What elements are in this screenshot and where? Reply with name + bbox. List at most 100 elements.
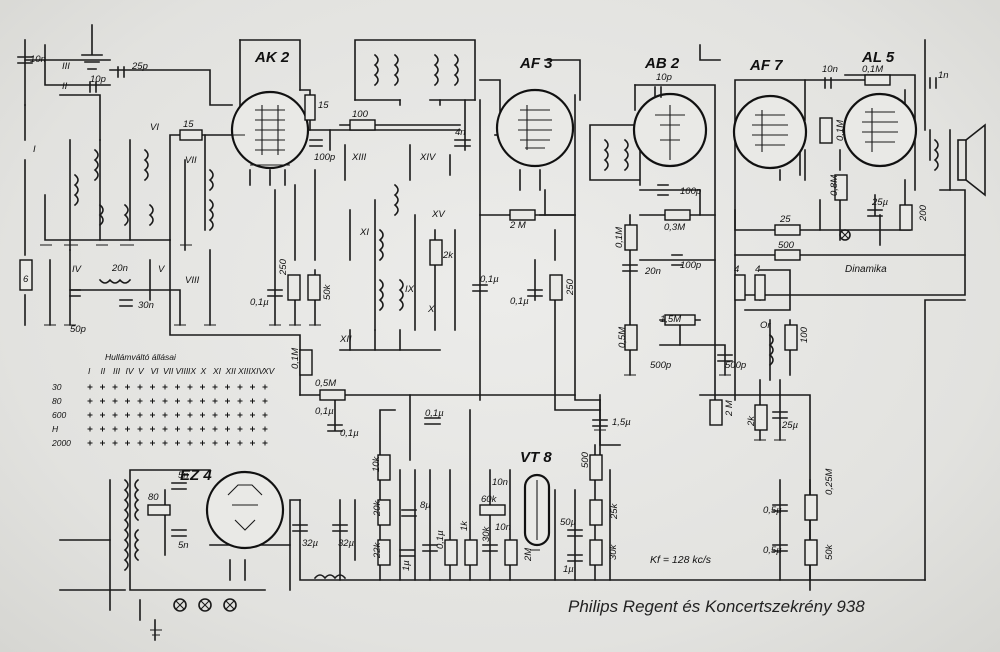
coils [73, 53, 939, 580]
label-c1u2: 1µ [563, 564, 574, 575]
label-c100p3: 100p [680, 260, 701, 271]
switch-table-mark [237, 426, 243, 432]
label-sIV: IV [72, 264, 83, 275]
label-c500p: 500p [650, 360, 671, 371]
label-r15b: 15 [318, 100, 329, 111]
switch-table-column-header: VI [151, 366, 160, 376]
tube-label-vt8: VT 8 [520, 449, 552, 466]
tube-af7 [732, 94, 808, 170]
switch-table-mark [212, 384, 218, 390]
switch-table-mark [187, 384, 193, 390]
switch-table-mark [150, 384, 155, 390]
label-c1u: 1µ [401, 560, 412, 571]
label-r500: 500 [778, 240, 795, 251]
switch-table-mark [175, 412, 180, 418]
label-p05M: 0,5M [617, 327, 628, 348]
switch-table-band-label: 80 [52, 396, 62, 406]
switch-table-mark [237, 384, 243, 390]
switch-table-mark [187, 412, 193, 418]
label-r01M: 0,1M [290, 348, 301, 369]
label-r2M3: 2M [523, 548, 534, 562]
label-r500b: 500 [580, 451, 591, 468]
resistors [19, 74, 913, 566]
switch-table-column-header: XIV [250, 366, 266, 376]
label-c25u: 25µ [871, 197, 889, 208]
label-c8u: 8µ [420, 500, 431, 511]
switch-table-mark [212, 398, 218, 404]
switch-table-mark [112, 384, 118, 390]
label-sXV: XV [431, 209, 446, 220]
label-r6: 6 [23, 274, 29, 285]
label-c10n3: 10n [492, 477, 508, 488]
label-c20n: 20n [111, 263, 128, 274]
switch-table-column-header: VII [163, 366, 174, 376]
label-r2k: 2k [442, 250, 454, 261]
switch-table-column-header: XIII [237, 366, 251, 376]
tube-label-al5: AL 5 [861, 49, 895, 66]
label-sII: II [62, 81, 68, 92]
switch-table-mark [100, 398, 105, 404]
label-sXII: XII [339, 334, 352, 345]
tube-label-ez4: EZ 4 [180, 467, 212, 484]
label-r01M3: 0,1M [862, 64, 883, 75]
switch-table-mark [225, 384, 230, 390]
label-r03M: 0,3M [664, 222, 685, 233]
switch-table-column-header: II [101, 366, 106, 376]
switch-table-mark [250, 426, 255, 432]
label-c01f: 0,1µ [510, 296, 529, 307]
capacitors [17, 56, 937, 562]
switch-table-mark [162, 412, 168, 418]
label-c25u2: 25µ [781, 420, 799, 431]
tube-label-af3: AF 3 [519, 55, 553, 72]
label-sIII: III [62, 61, 70, 72]
switch-table-mark [87, 412, 93, 418]
label-sVIII: VIII [185, 275, 200, 286]
label-r22k: 22k [372, 541, 383, 559]
switch-table-mark [225, 440, 230, 446]
switch-table-band-label: 30 [52, 382, 62, 392]
switch-table-mark [212, 412, 218, 418]
label-sXI: XI [359, 227, 369, 238]
label-r4b: 4 [755, 264, 760, 275]
label-c1n: 1n [938, 70, 949, 81]
label-r80: 80 [148, 492, 159, 503]
switch-table-mark [212, 440, 218, 446]
label-r200: 200 [918, 204, 929, 222]
switch-table-mark [250, 384, 255, 390]
label-c10p2: 10p [656, 72, 672, 83]
switch-table-mark [112, 440, 118, 446]
switch-table-mark [200, 384, 205, 390]
switch-table-mark [125, 412, 130, 418]
pilot-lamps [173, 229, 851, 612]
label-r10k: 10k [371, 455, 382, 472]
label-sVII: VII [185, 155, 197, 166]
label-r250a: 250 [278, 258, 289, 276]
switch-table-mark [137, 440, 143, 446]
switch-table-mark [150, 426, 155, 432]
switch-table-mark [175, 384, 180, 390]
label-c5n2: 5n [178, 540, 189, 551]
switch-table-mark [162, 384, 168, 390]
if-frequency-note: Kf = 128 kc/s [650, 554, 712, 566]
label-c05u: 0,5µ [763, 505, 782, 516]
label-r25k: 25k [609, 502, 620, 520]
label-c5n: 5n [178, 470, 189, 481]
label-p15M: 1,5M [660, 314, 681, 325]
switch-table-column-header: III [113, 366, 121, 376]
switch-table-mark [200, 398, 205, 404]
label-c32u: 32µ [302, 538, 319, 549]
switch-table-mark [112, 412, 118, 418]
label-r01M4: 0,1M [835, 120, 846, 141]
switch-table-column-header: XV [262, 366, 276, 376]
label-r2M: 2 M [509, 220, 526, 231]
switch-table-mark [112, 426, 118, 432]
switch-table-column-header: VIII [176, 366, 189, 376]
switch-table-mark [162, 440, 168, 446]
switch-table-mark [137, 426, 143, 432]
switch-table-mark [262, 384, 268, 390]
switch-table-mark [237, 440, 243, 446]
